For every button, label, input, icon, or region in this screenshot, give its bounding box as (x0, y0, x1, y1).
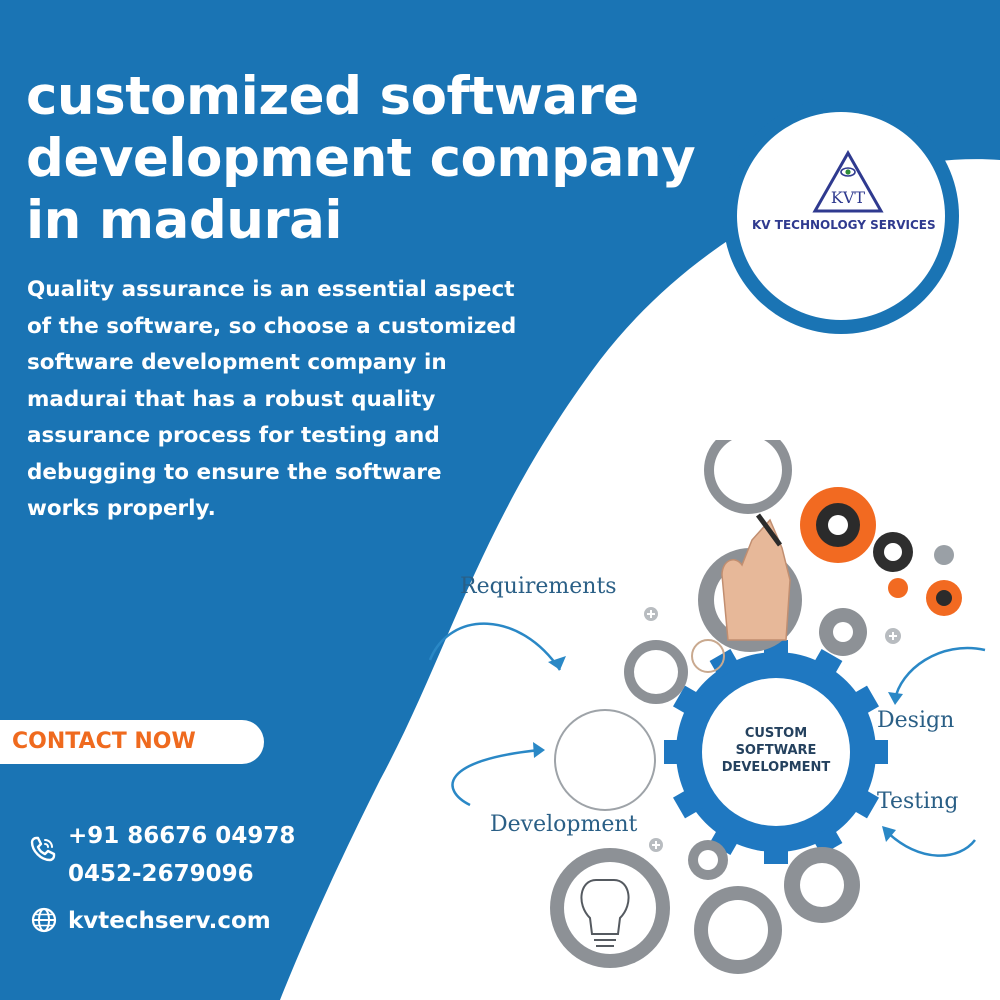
center-text-line: SOFTWARE (735, 743, 817, 758)
center-text-line: DEVELOPMENT (721, 760, 831, 775)
center-gear-text: CUSTOM SOFTWARE DEVELOPMENT (712, 725, 840, 776)
description-line: software development company in (27, 350, 447, 375)
gears-illustration (428, 440, 986, 974)
globe-icon (31, 907, 57, 933)
logo-badge (737, 112, 945, 320)
logo-mark-text: KVT (831, 188, 866, 207)
label-design: Design (877, 708, 955, 733)
phone-secondary[interactable]: 0452-2679096 (68, 861, 254, 887)
center-text-line: CUSTOM (744, 726, 808, 741)
eye-triangle-icon: KVT (812, 150, 884, 213)
contact-now-button[interactable]: CONTACT NOW (0, 720, 264, 764)
headline: customized software development company … (26, 66, 746, 252)
label-development: Development (490, 812, 638, 837)
description: Quality assurance is an essential aspect… (27, 272, 547, 528)
label-testing: Testing (877, 789, 959, 814)
description-line: assurance process for testing and (27, 423, 440, 448)
label-requirements: Requirements (460, 574, 617, 599)
description-line: debugging to ensure the software (27, 459, 442, 485)
headline-line: customized software (26, 66, 639, 127)
phone-icon (30, 836, 56, 862)
description-line: of the software, so choose a customized (27, 313, 517, 339)
headline-line: in madurai (26, 190, 343, 251)
headline-line: development company (26, 128, 696, 189)
description-line: madurai that has a robust quality (27, 386, 436, 412)
logo-company-name: KV TECHNOLOGY SERVICES (752, 218, 936, 232)
description-line: Quality assurance is an essential aspect (27, 277, 515, 302)
website-link[interactable]: kvtechserv.com (68, 908, 271, 934)
center-gear (664, 640, 888, 864)
phone-primary[interactable]: +91 86676 04978 (68, 823, 296, 849)
description-line: works properly. (27, 496, 216, 521)
